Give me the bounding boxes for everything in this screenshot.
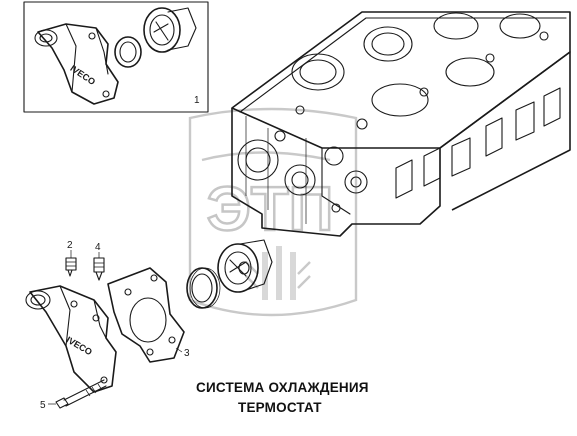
inset-thermostat-housing: IVECO (34, 23, 119, 105)
diagram-caption: СИСТЕМА ОХЛАЖДЕНИЯ ТЕРМОСТАТ (196, 380, 369, 415)
seal-ring-part (186, 267, 221, 309)
caption-line-2: ТЕРМОСТАТ (238, 400, 322, 415)
thermostat-part (217, 239, 273, 293)
callout-4: 4 (95, 242, 101, 253)
engine-block (231, 11, 571, 237)
thermostat-housing: IVECO (25, 285, 117, 393)
gasket-part: 3 (107, 267, 190, 363)
caption-line-1: СИСТЕМА ОХЛАЖДЕНИЯ (196, 380, 369, 395)
inset-frame: IVECO 1 (23, 1, 209, 113)
inset-thermostat (143, 7, 197, 53)
bleed-screw-part: 2 (65, 240, 77, 277)
inset-seal-ring (114, 36, 142, 68)
watermark: ЭТП (188, 107, 358, 317)
bolt-part: 5 (40, 379, 107, 411)
watermark-wheat-icon (245, 246, 311, 300)
callout-1: 1 (194, 95, 200, 106)
watermark-arc (201, 151, 331, 162)
temperature-sensor-part: 4 (93, 242, 105, 281)
watermark-shield (188, 107, 358, 317)
callout-5: 5 (40, 400, 46, 411)
callout-2: 2 (67, 240, 73, 251)
callout-3: 3 (184, 348, 190, 359)
